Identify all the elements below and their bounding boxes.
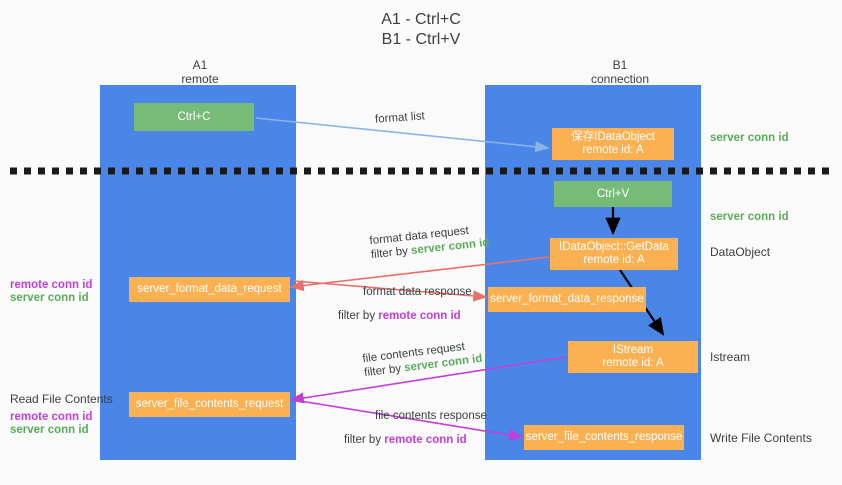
edge-label-format-data-response-text: format data response xyxy=(363,286,472,298)
box-save-idataobject-line1: 保存IDataObject xyxy=(571,131,655,143)
box-ctrl-c-label: Ctrl+C xyxy=(177,110,211,123)
filter-by-text-2: filter by xyxy=(338,310,376,322)
column-a1-name: A1 xyxy=(192,58,208,72)
edge-label-file-contents-request: file contents request filter by server c… xyxy=(362,338,483,380)
column-b1-name: B1 xyxy=(612,58,628,72)
box-idataobject-getdata[interactable]: IDataObject::GetData remote id: A xyxy=(550,238,678,270)
box-istream-line1: IStream xyxy=(612,344,654,356)
edge-label-format-data-response: format data response filter by remote co… xyxy=(338,285,472,323)
box-istream-line2: remote id: A xyxy=(602,357,664,369)
remote-conn-id-text-2: remote conn id xyxy=(384,434,467,446)
box-save-idataobject[interactable]: 保存IDataObject remote id: A xyxy=(552,128,674,160)
box-idataobject-getdata-line1: IDataObject::GetData xyxy=(559,241,669,253)
box-idataobject-getdata-line2: remote id: A xyxy=(583,254,645,266)
column-b1-sub: connection xyxy=(590,72,650,86)
filter-by-text-1: filter by xyxy=(370,245,409,262)
box-server-file-contents-request-label: server_file_contents_request xyxy=(135,398,284,410)
side-label-server-conn-id-1: server conn id xyxy=(710,132,789,144)
box-server-format-data-response-label: server_format_data_response xyxy=(490,293,644,305)
side-label-remote-conn-id-2: remote conn id xyxy=(10,411,93,423)
side-label-server-conn-id-2: server conn id xyxy=(710,211,789,223)
box-server-format-data-request[interactable]: server_format_data_request xyxy=(129,277,290,302)
title-line-1: A1 - Ctrl+C xyxy=(381,11,461,28)
edge-label-file-contents-response-filter: filter by remote conn id xyxy=(344,433,487,447)
box-server-file-contents-request[interactable]: server_file_contents_request xyxy=(129,392,290,417)
edge-label-format-list-text: format list xyxy=(374,110,426,126)
edge-label-file-contents-response: file contents response filter by remote … xyxy=(344,409,487,447)
box-istream[interactable]: IStream remote id: A xyxy=(568,341,698,373)
box-server-format-data-response[interactable]: server_format_data_response xyxy=(488,287,646,312)
edge-label-file-contents-response-text: file contents response xyxy=(375,410,487,422)
title-line-2: B1 - Ctrl+V xyxy=(381,31,461,48)
side-label-server-conn-id-3: server conn id xyxy=(10,292,89,304)
side-label-remote-conn-id-1: remote conn id xyxy=(10,279,93,291)
column-a1-sub: remote xyxy=(181,72,219,86)
box-ctrl-v-label: Ctrl+V xyxy=(596,187,630,200)
side-label-write-file-contents: Write File Contents xyxy=(710,431,812,445)
box-ctrl-v[interactable]: Ctrl+V xyxy=(554,181,672,207)
edge-label-format-data-response-filter: filter by remote conn id xyxy=(338,309,472,323)
box-server-file-contents-response-label: server_file_contents_response xyxy=(525,431,683,443)
remote-conn-id-text-1: remote conn id xyxy=(378,310,461,322)
edge-label-format-data-request: format data request filter by server con… xyxy=(369,222,490,262)
side-label-istream: Istream xyxy=(710,350,751,364)
filter-by-text-4: filter by xyxy=(344,434,382,446)
box-save-idataobject-line2: remote id: A xyxy=(582,144,644,156)
side-label-read-file-contents: Read File Contents xyxy=(10,392,113,406)
column-header-b1: B1 connection xyxy=(520,58,720,86)
side-label-dataobject: DataObject xyxy=(710,245,771,259)
box-ctrl-c[interactable]: Ctrl+C xyxy=(134,103,254,131)
filter-by-text-3: filter by xyxy=(363,362,402,380)
page-title: A1 - Ctrl+C B1 - Ctrl+V xyxy=(0,10,842,50)
edge-label-format-list: format list xyxy=(375,109,426,126)
box-server-format-data-request-label: server_format_data_request xyxy=(137,283,282,295)
column-header-a1: A1 remote xyxy=(100,58,300,86)
side-label-server-conn-id-4: server conn id xyxy=(10,424,89,436)
box-server-file-contents-response[interactable]: server_file_contents_response xyxy=(524,425,684,450)
